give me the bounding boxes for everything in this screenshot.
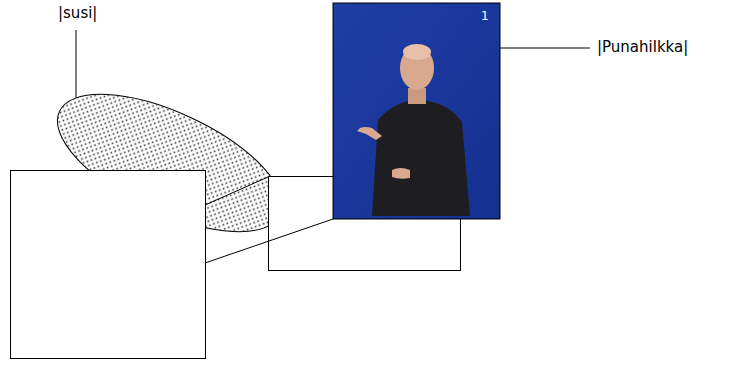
- part-label: |susi|: [58, 4, 97, 22]
- front-rectangle: [11, 171, 206, 359]
- projection-line: [205, 219, 333, 263]
- part-label: |Punahilkka|: [597, 38, 688, 56]
- signer-photo: [333, 3, 500, 219]
- projection-line: [205, 177, 268, 205]
- frame-number: 1: [481, 9, 489, 23]
- leader-line: [500, 48, 590, 49]
- leader-line: [76, 30, 77, 101]
